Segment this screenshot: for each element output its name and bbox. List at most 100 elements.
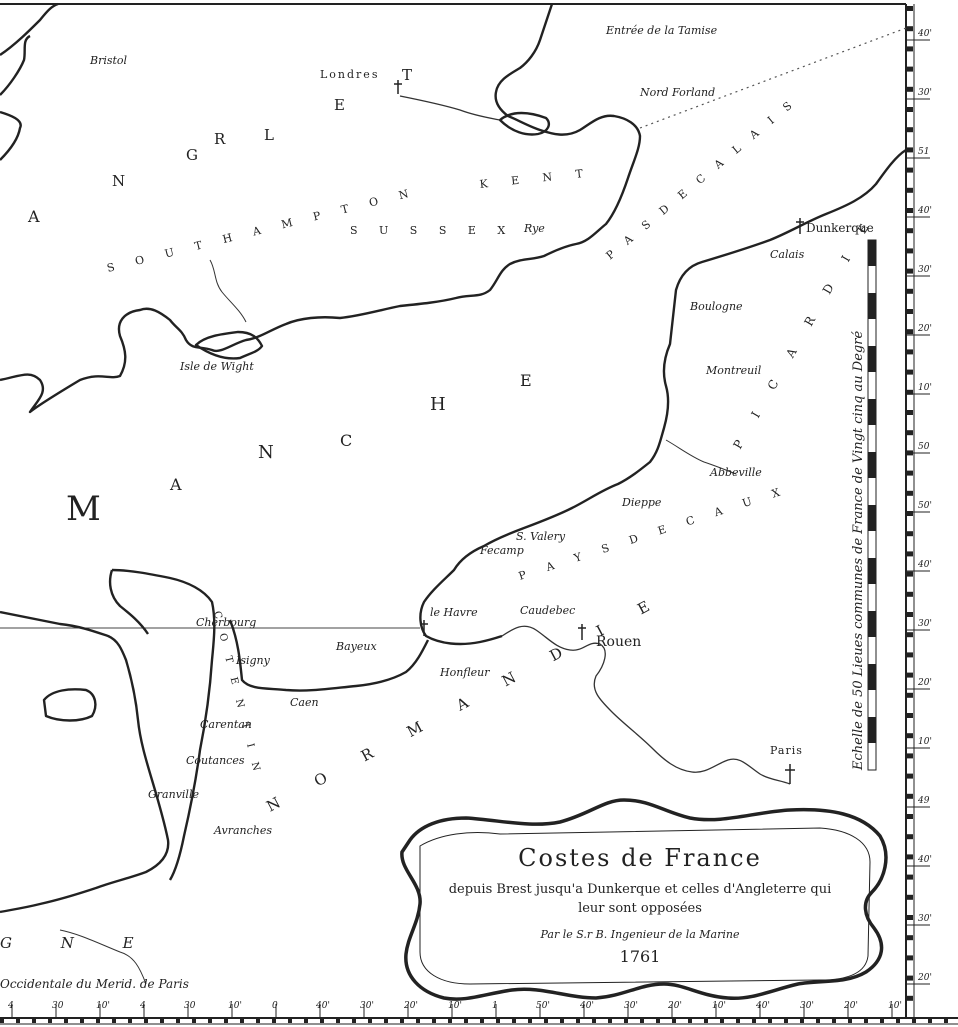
latitude-bar-segment (907, 379, 913, 385)
town-caen: Caen (290, 696, 319, 709)
latitude-bar-segment (907, 652, 913, 658)
longitude-bar-segment (568, 1019, 572, 1023)
latitude-bar-segment (907, 420, 913, 426)
latitude-bar-segment (907, 389, 913, 395)
latitude-bar-segment (907, 218, 913, 224)
longitude-bar-segment (800, 1019, 804, 1023)
longitude-bar-segment (552, 1019, 556, 1023)
longitude-bar-segment (176, 1019, 180, 1023)
latitude-label: 50' (918, 501, 932, 511)
sea-label-m: M (66, 489, 101, 529)
longitude-label: 20' (403, 1001, 418, 1011)
latitude-label: 40' (917, 855, 932, 865)
latitude-bar-segment (907, 662, 913, 668)
longitude-bar-segment (824, 1019, 828, 1023)
latitude-label: 30' (918, 619, 932, 629)
isle-of-wight-shape (194, 330, 264, 360)
cartouche: Costes de France depuis Brest jusqu'a Du… (400, 798, 888, 1001)
longitude-label: 20' (667, 1001, 682, 1011)
longitude-bar-segment (320, 1019, 324, 1023)
latitude-bar-segment (907, 298, 913, 304)
scale-bar-segment (868, 293, 876, 319)
longitude-bar-segment (280, 1019, 284, 1023)
longitude-bar-segment (624, 1019, 628, 1023)
longitude-bar-segment (0, 1019, 4, 1023)
latitude-bar-segment (907, 763, 913, 769)
longitude-bar-segment (784, 1019, 788, 1023)
latitude-bar-segment (907, 733, 913, 739)
longitude-label: 4 (139, 1001, 146, 1011)
latitude-bar-segment (907, 177, 913, 183)
latitude-bar-segment (907, 904, 913, 910)
latitude-bar-segment (907, 531, 913, 537)
longitude-bar-segment (392, 1019, 396, 1023)
region-label-angleterre-n: N (112, 172, 125, 190)
longitude-bar-segment (120, 1019, 124, 1023)
latitude-bar-segment (907, 723, 913, 729)
longitude-bar-segment (704, 1019, 708, 1023)
longitude-label: 0 (272, 1001, 278, 1011)
longitude-bar-segment (8, 1019, 12, 1023)
longitude-label: 50' (536, 1001, 550, 1011)
meridian-label: Occidentale du Merid. de Paris (0, 977, 189, 991)
longitude-bar-segment (432, 1019, 436, 1023)
longitude-bar-segment (488, 1019, 492, 1023)
longitude-bar-segment (712, 1019, 716, 1023)
longitude-bar-segment (904, 1019, 908, 1023)
latitude-label: 49 (917, 796, 930, 806)
longitude-bar-segment (216, 1019, 220, 1023)
longitude-bar-segment (312, 1019, 316, 1023)
longitude-bar-segment (328, 1019, 332, 1023)
latitude-bar-segment (907, 753, 913, 759)
longitude-bar-segment (296, 1019, 300, 1023)
longitude-bar-segment (816, 1019, 820, 1023)
longitude-bar-segment (888, 1019, 892, 1023)
longitude-bar-segment (192, 1019, 196, 1023)
scale-bar (867, 239, 877, 771)
town-montreuil: Montreuil (705, 364, 762, 377)
latitude-label: 40' (917, 206, 932, 216)
longitude-bar-segment (48, 1019, 52, 1023)
cartouche-year: 1761 (620, 947, 661, 966)
latitude-label: 20' (917, 973, 932, 983)
longitude-bar-segment (400, 1019, 404, 1023)
longitude-bar-segment (768, 1019, 772, 1023)
latitude-bar-segment (907, 632, 913, 638)
longitude-label: 40' (579, 1001, 594, 1011)
latitude-bar-segment (907, 995, 913, 1001)
city-symbol-paris (785, 764, 795, 784)
latitude-bar-segment (907, 500, 913, 506)
longitude-bar-segment (736, 1019, 740, 1023)
longitude-label: 40' (755, 1001, 770, 1011)
latitude-label: 40' (917, 29, 932, 39)
longitude-label: 20' (843, 1001, 858, 1011)
longitude-bar-segment (128, 1019, 132, 1023)
longitude-bar-segment (104, 1019, 108, 1023)
longitude-bar-segment (792, 1019, 796, 1023)
latitude-label: 20' (917, 678, 932, 688)
longitude-bar-segment (608, 1019, 612, 1023)
latitude-bar-segment (907, 601, 913, 607)
region-label-angleterre-a: A (27, 207, 40, 226)
scale-bar-segment (868, 664, 876, 690)
latitude-bar-segment (907, 773, 913, 779)
latitude-bar-segment (907, 127, 913, 133)
sea-label-e: E (520, 371, 532, 390)
longitude-bar-segment (512, 1019, 516, 1023)
longitude-label: 30' (624, 1001, 638, 1011)
longitude-bar-segment (56, 1019, 60, 1023)
longitude-bar-segment (336, 1019, 340, 1023)
scale-bar-segment (868, 717, 876, 743)
longitude-bar-segment (344, 1019, 348, 1023)
longitude-bar-segment (464, 1019, 468, 1023)
longitude-bar-segment (112, 1019, 116, 1023)
longitude-bar-segment (456, 1019, 460, 1023)
latitude-bar-segment (907, 1005, 913, 1011)
cartouche-title: Costes de France (518, 844, 762, 872)
scale-bar-segment (868, 346, 876, 372)
longitude-bar-segment (16, 1019, 20, 1023)
latitude-label: 30' (918, 88, 932, 98)
longitude-bar-segment (640, 1019, 644, 1023)
cartouche-inner-frame (419, 827, 871, 985)
longitude-label: 10' (96, 1001, 110, 1011)
